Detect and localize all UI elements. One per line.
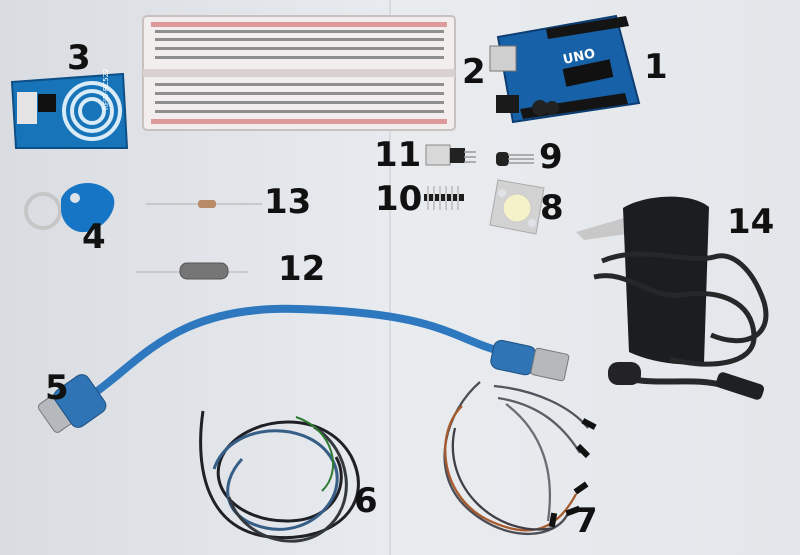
arduino-uno-board: UNO — [489, 14, 641, 124]
label-7: 7 — [574, 501, 598, 541]
voltage-regulator — [425, 144, 476, 166]
label-13: 13 — [264, 182, 312, 222]
label-9: 9 — [539, 137, 563, 177]
hookup-wires — [199, 410, 360, 543]
label-11: 11 — [374, 135, 422, 175]
label-14: 14 — [727, 202, 775, 242]
arduino-uno-text: UNO — [562, 46, 597, 67]
label-1: 1 — [644, 47, 668, 87]
usb-cable — [37, 304, 570, 433]
rfid-reader-module: RFID-RC522 — [10, 68, 129, 149]
power-led — [489, 179, 545, 235]
label-5: 5 — [45, 368, 69, 408]
label-6: 6 — [354, 481, 378, 521]
rfid-key-tag — [24, 182, 115, 233]
jumper-wires — [443, 381, 597, 536]
power-resistor — [136, 262, 248, 280]
pin-header — [424, 186, 464, 210]
label-12: 12 — [278, 249, 326, 289]
label-2: 2 — [462, 52, 486, 92]
transistor — [496, 152, 534, 166]
label-4: 4 — [82, 217, 106, 257]
power-adapter — [576, 196, 769, 400]
label-3: 3 — [67, 38, 91, 78]
paper-fold-line — [389, 0, 391, 555]
label-8: 8 — [540, 188, 564, 228]
label-10: 10 — [375, 179, 423, 219]
small-resistor — [146, 200, 262, 208]
rfid-module-text: RFID-RC522 — [102, 68, 110, 110]
breadboard — [142, 15, 456, 131]
